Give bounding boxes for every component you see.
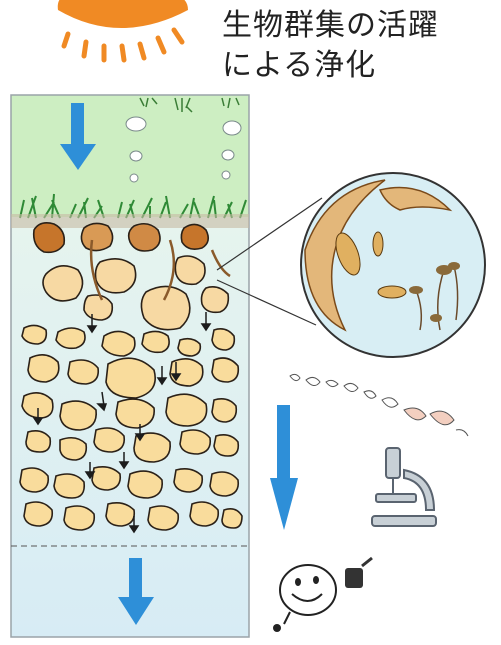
- sun-icon: [58, 0, 188, 60]
- microscope-icon: [372, 448, 436, 526]
- organism-trail: [290, 374, 468, 436]
- smiley-face-icon: [273, 558, 372, 632]
- magnifier-circle: [301, 173, 485, 357]
- down-arrow-icon: [270, 405, 298, 530]
